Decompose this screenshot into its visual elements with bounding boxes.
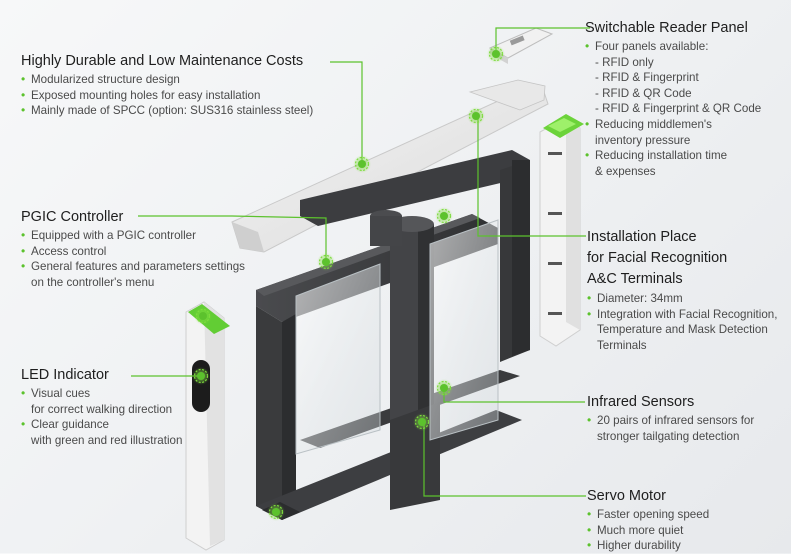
feature-reader-option: - RFID & QR Code — [595, 86, 692, 100]
feature-servo: Servo Motor Faster opening speed Much mo… — [587, 488, 709, 554]
feature-reader-item: Reducing installation time — [585, 148, 761, 164]
feature-servo-item: Faster opening speed — [587, 507, 709, 523]
feature-infrared-item: stronger tailgating detection — [597, 429, 740, 443]
right-pillar — [539, 114, 584, 347]
leader-durable — [330, 61, 363, 164]
feature-reader-option: - RFID only — [595, 55, 654, 69]
leader-reader — [495, 27, 590, 50]
feature-reader-option: - RFID & Fingerprint — [595, 71, 699, 85]
feature-install-item: Temperature and Mask Detection — [597, 323, 768, 337]
feature-durable-title: Highly Durable and Low Maintenance Costs — [21, 53, 304, 69]
hotspot-infrared — [435, 379, 453, 397]
feature-led-list: Visual cues for correct walking directio… — [21, 386, 182, 448]
feature-servo-title: Servo Motor — [587, 488, 666, 504]
hotspot-base — [267, 503, 285, 521]
feature-durable-item: Modularized structure design — [21, 72, 313, 88]
hotspot-install — [435, 207, 453, 225]
feature-reader-list: Four panels available: - RFID only - RFI… — [585, 39, 761, 179]
feature-infrared-item: 20 pairs of infrared sensors for — [587, 413, 754, 429]
hotspots — [192, 45, 505, 521]
feature-servo-item: Higher durability — [587, 538, 709, 554]
feature-pgic-item: Access control — [21, 244, 245, 260]
feature-durable-item: Mainly made of SPCC (option: SUS316 stai… — [21, 103, 313, 119]
feature-install-title-line: Installation Place — [587, 229, 697, 245]
feature-pgic: PGIC Controller Equipped with a PGIC con… — [21, 209, 245, 290]
hotspot-pgic — [317, 253, 335, 271]
feature-infrared-title: Infrared Sensors — [587, 394, 695, 410]
feature-reader-item: inventory pressure — [595, 133, 691, 147]
hotspot-led-top — [194, 307, 212, 325]
feature-reader-title: Switchable Reader Panel — [585, 20, 748, 36]
feature-infrared-list: 20 pairs of infrared sensors for stronge… — [587, 413, 754, 444]
feature-pgic-title: PGIC Controller — [21, 209, 124, 225]
feature-install-item: Terminals — [597, 338, 647, 352]
feature-install-item: Diameter: 34mm — [587, 291, 777, 307]
feature-led-item: Clear guidance — [21, 417, 182, 433]
feature-reader: Switchable Reader Panel Four panels avai… — [585, 20, 761, 179]
feature-infrared: Infrared Sensors 20 pairs of infrared se… — [587, 394, 754, 444]
feature-servo-item: Much more quiet — [587, 523, 709, 539]
hotspot-durable — [353, 155, 371, 173]
leader-servo — [423, 424, 586, 497]
feature-durable-item: Exposed mounting holes for easy installa… — [21, 88, 313, 104]
hotspot-install-top — [467, 107, 485, 125]
feature-reader-option: - RFID & Fingerprint & QR Code — [595, 102, 762, 116]
feature-durable-list: Modularized structure design Exposed mou… — [21, 72, 313, 119]
feature-led-item: Visual cues — [21, 386, 182, 402]
feature-led-title: LED Indicator — [21, 367, 109, 383]
left-pillar — [185, 301, 230, 551]
feature-pgic-item: on the controller's menu — [31, 275, 155, 289]
feature-install: Installation Place for Facial Recognitio… — [587, 228, 777, 353]
leader-install — [477, 118, 586, 237]
hotspot-servo — [413, 413, 431, 431]
leader-lines — [131, 27, 590, 497]
feature-install-title-line: A&C Terminals — [587, 271, 683, 287]
feature-reader-item: Reducing middlemen's — [585, 117, 761, 133]
feature-reader-intro: Four panels available: — [585, 39, 761, 55]
hotspot-led — [192, 367, 210, 385]
feature-install-title-line: for Facial Recognition — [587, 250, 728, 266]
feature-led-item: with green and red illustration — [31, 433, 183, 447]
feature-pgic-item: General features and parameters settings — [21, 259, 245, 275]
feature-durable: Highly Durable and Low Maintenance Costs… — [21, 53, 313, 119]
feature-led: LED Indicator Visual cues for correct wa… — [21, 367, 182, 448]
feature-led-item: for correct walking direction — [31, 402, 173, 416]
feature-reader-item: & expenses — [595, 164, 656, 178]
feature-install-item: Integration with Facial Recognition, — [587, 307, 777, 323]
feature-pgic-item: Equipped with a PGIC controller — [21, 228, 245, 244]
leader-pgic — [138, 215, 327, 260]
hotspot-reader — [487, 45, 505, 63]
feature-pgic-list: Equipped with a PGIC controller Access c… — [21, 228, 245, 290]
feature-servo-list: Faster opening speed Much more quiet Hig… — [587, 507, 709, 554]
feature-install-list: Diameter: 34mm Integration with Facial R… — [587, 291, 777, 353]
